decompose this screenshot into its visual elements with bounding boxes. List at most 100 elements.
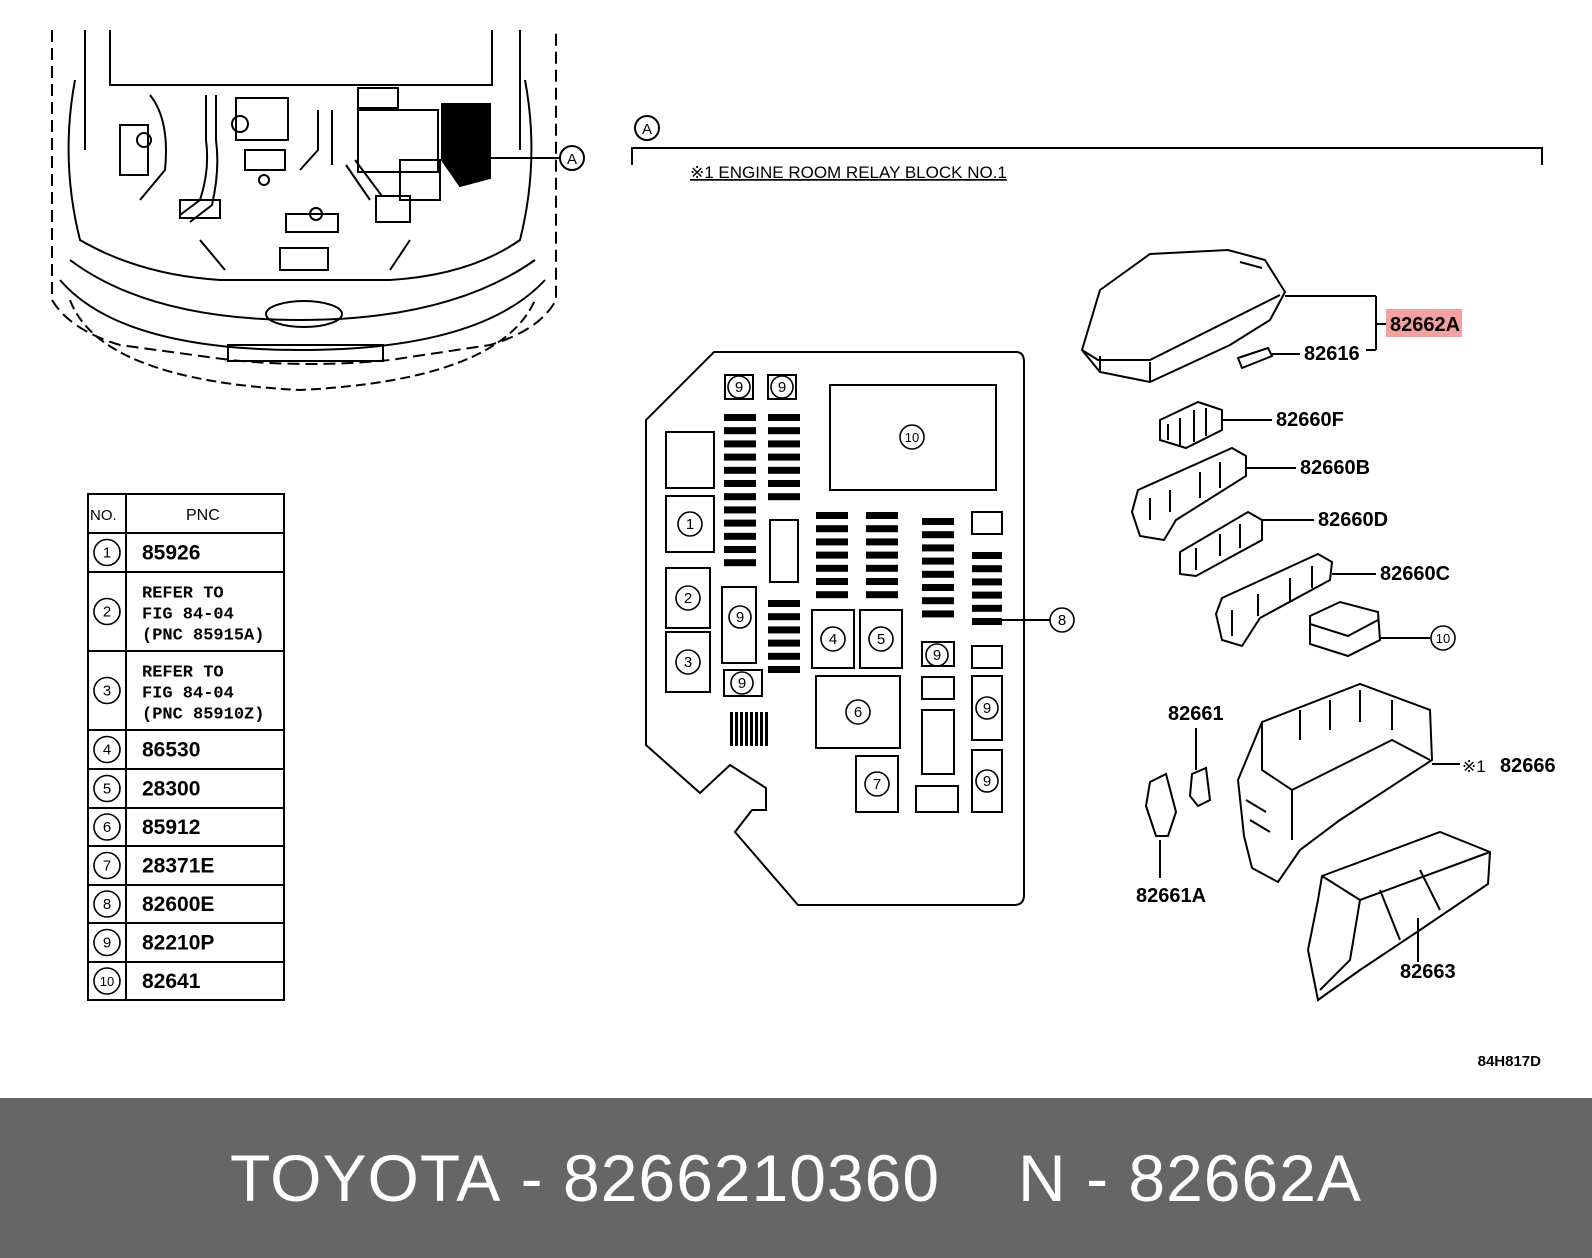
table-row-pnc: 28300 — [142, 778, 200, 801]
part-label-82616: 82616 — [1304, 343, 1360, 365]
fuse-slot — [866, 538, 898, 546]
table-row-number-circle — [93, 928, 121, 957]
fuse-slot — [768, 600, 800, 607]
fuse-slot — [755, 712, 758, 746]
layout-label-5: 5 — [877, 631, 885, 648]
table-row-number-circle — [93, 597, 121, 626]
table-header-no: NO. — [90, 507, 117, 524]
part-label-82660D: 82660D — [1318, 509, 1388, 531]
table-row-number-circle — [93, 774, 121, 803]
fuse-slot — [768, 613, 800, 621]
fuse-slot — [768, 493, 800, 501]
fuse-slot — [724, 414, 756, 421]
table-row-number: 4 — [103, 742, 111, 759]
fuse-slot — [740, 712, 743, 746]
table-row-number-circle — [93, 813, 121, 841]
layout-label-9: 9 — [778, 379, 786, 396]
part-82666-box — [1236, 682, 1460, 884]
fuse-slot — [724, 559, 756, 567]
layout-label-9: 9 — [933, 647, 941, 664]
caption-prefix: N — [1018, 1141, 1067, 1215]
caption-dash: - — [1086, 1141, 1110, 1215]
part-82660C — [1214, 552, 1376, 648]
fuse-slot — [972, 604, 1002, 612]
fuse-slot — [866, 525, 898, 533]
table-row-pnc: 28371E — [142, 855, 214, 878]
layout-label-10: 10 — [905, 430, 919, 445]
fuse-slot — [922, 597, 954, 605]
fuse-slot — [816, 564, 848, 572]
fuse-slot — [922, 610, 954, 618]
relay-block-cover — [1080, 248, 1390, 384]
section-header — [631, 115, 1543, 165]
table-row-number: 6 — [103, 819, 111, 836]
fuse-slot — [724, 506, 756, 514]
table-row-pnc: 82210P — [142, 932, 214, 955]
table-row-number: 2 — [103, 604, 111, 621]
callout-8-label: 8 — [1058, 612, 1066, 629]
fuse-slot — [730, 712, 733, 746]
table-row-number: 10 — [100, 974, 114, 989]
fuse-slot — [724, 427, 756, 435]
table-row-number-circle — [93, 890, 121, 918]
layout-number-circles — [675, 375, 1456, 797]
part-82661A — [1144, 772, 1178, 878]
fuse-slot — [866, 578, 898, 585]
fuse-slot — [768, 414, 800, 421]
fuse-slot — [972, 618, 1002, 625]
fuse-slot — [768, 480, 800, 487]
table-row-number: 5 — [103, 781, 111, 798]
table-row-pnc: 86530 — [142, 739, 200, 762]
fuse-slot — [768, 626, 800, 634]
relay-block-layout — [645, 351, 1050, 906]
fuse-slot — [724, 480, 756, 487]
table-row-number: 9 — [103, 935, 111, 952]
figure-code: 84H817D — [1478, 1053, 1542, 1070]
fuse-slot — [866, 591, 898, 599]
fuse-slot — [768, 440, 800, 448]
table-row-number-circle — [93, 735, 121, 764]
section-title: ※1 ENGINE ROOM RELAY BLOCK NO.1 — [690, 163, 1007, 182]
layout-label-3: 3 — [684, 654, 692, 671]
layout-label-2: 2 — [684, 590, 692, 607]
part-label-82661A: 82661A — [1136, 885, 1206, 907]
table-row-pnc: REFER TO — [142, 585, 224, 604]
pnc-table-grid — [87, 493, 285, 1001]
caption-dash: - — [520, 1141, 544, 1215]
fuse-slot — [866, 512, 898, 519]
parts-diagram: A A ※1 ENGINE ROOM RELAY BLOCK NO.1 10 1… — [51, 30, 1556, 1070]
table-row-pnc: 85926 — [142, 542, 200, 565]
section-callout-label: A — [642, 121, 652, 138]
fuse-slot — [972, 591, 1002, 599]
fuse-slot — [768, 666, 800, 673]
layout-label-9: 9 — [983, 700, 991, 717]
part-82660B — [1130, 446, 1296, 542]
fuse-slot — [866, 564, 898, 572]
part-82663-cover — [1306, 830, 1492, 1002]
fuse-slot — [724, 453, 756, 461]
part-label-82660C: 82660C — [1380, 563, 1450, 585]
fuse-slot — [724, 440, 756, 448]
fuse-slot — [768, 427, 800, 435]
part-82616-clip — [1236, 346, 1300, 370]
fuse-slot — [816, 525, 848, 533]
table-header-pnc: PNC — [186, 507, 220, 524]
table-row-pnc: FIG 84-04 — [142, 606, 234, 625]
table-row-pnc: 85912 — [142, 816, 200, 839]
fuse-slot — [724, 532, 756, 540]
callout-a-engine-label: A — [567, 151, 577, 168]
layout-label-9: 9 — [735, 379, 743, 396]
fuse-slot — [768, 652, 800, 660]
table-row-number: 8 — [103, 896, 111, 913]
layout-label-9: 9 — [983, 773, 991, 790]
fuse-slot — [922, 544, 954, 552]
callout-10-label: 10 — [1436, 631, 1450, 646]
fuse-slot — [760, 712, 763, 746]
layout-label-7: 7 — [873, 776, 881, 793]
fuse-slot — [816, 578, 848, 585]
part-mark-82666: ※1 — [1462, 757, 1486, 776]
fuse-slot — [724, 466, 756, 474]
fuse-slot — [735, 712, 738, 746]
table-row-number: 1 — [103, 545, 111, 562]
